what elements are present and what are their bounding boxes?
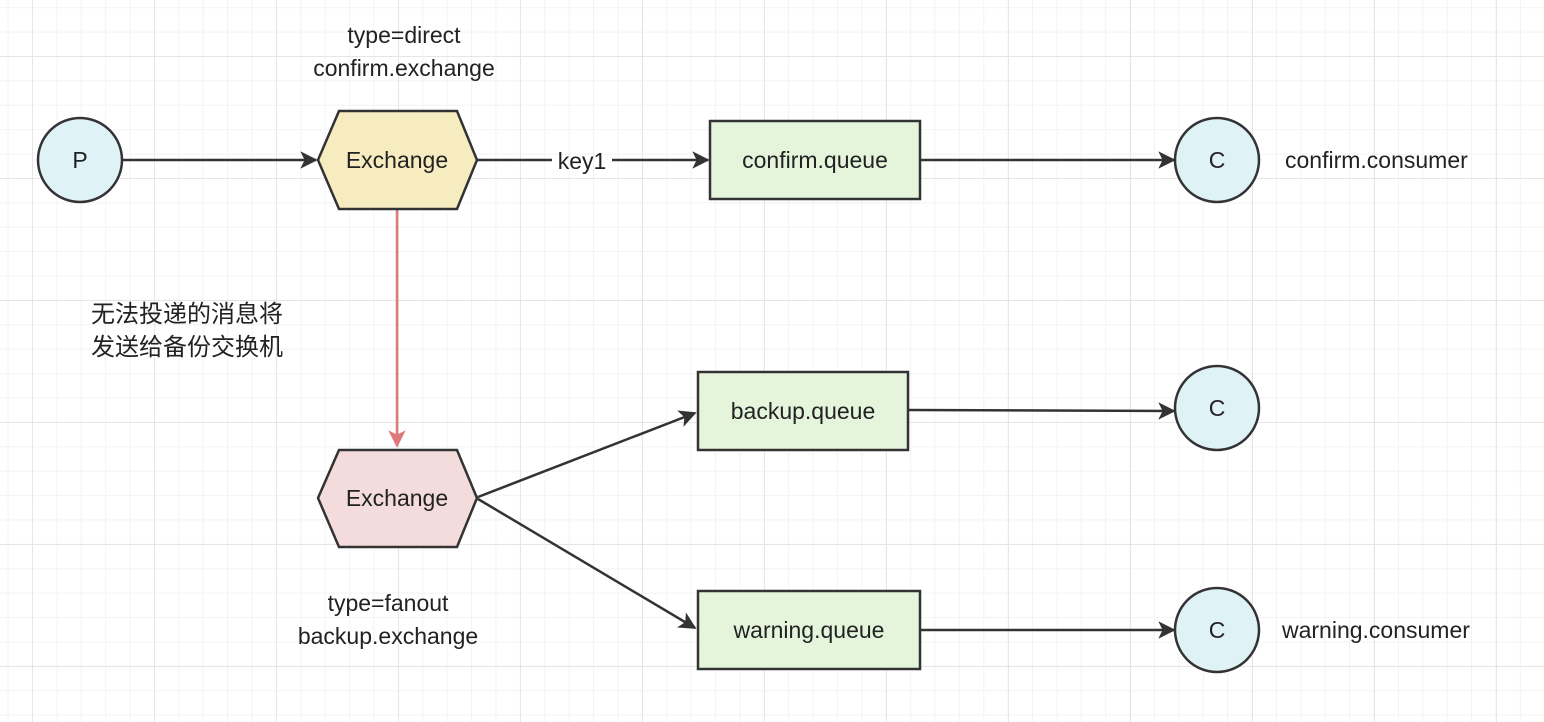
direct-exchange-node: Exchange xyxy=(316,109,479,211)
fanout-exchange-caption: type=fanout backup.exchange xyxy=(278,587,498,653)
edge-fanout-to-backup-queue xyxy=(477,410,697,499)
warning-consumer-name-text: warning.consumer xyxy=(1282,617,1470,643)
edge-backup-queue-to-consumer xyxy=(907,402,1176,420)
fanout-exchange-label: Exchange xyxy=(346,485,448,511)
backup-consumer-label: C xyxy=(1209,395,1226,421)
direct-exchange-type-text: type=direct xyxy=(347,22,461,48)
confirm-queue-label: confirm.queue xyxy=(742,147,888,173)
confirm-consumer-node: C xyxy=(1173,116,1261,204)
fanout-exchange-type-text: type=fanout xyxy=(327,590,449,616)
confirm-consumer-name-text: confirm.consumer xyxy=(1285,147,1468,173)
direct-exchange-name-text: confirm.exchange xyxy=(313,55,495,81)
producer-label: P xyxy=(72,147,87,173)
warning-queue-node: warning.queue xyxy=(696,589,922,671)
confirm-queue-node: confirm.queue xyxy=(708,119,922,201)
backup-consumer-node: C xyxy=(1173,364,1261,452)
backup-note-line-1: 无法投递的消息将 xyxy=(91,300,283,328)
fanout-exchange-node: Exchange xyxy=(316,448,479,549)
fanout-exchange-name-text: backup.exchange xyxy=(297,623,479,649)
producer-node: P xyxy=(36,116,124,204)
direct-exchange-caption: type=direct confirm.exchange xyxy=(294,19,514,85)
backup-note: 无法投递的消息将 发送给备份交换机 xyxy=(91,298,283,364)
backup-queue-node: backup.queue xyxy=(696,370,910,452)
warning-queue-label: warning.queue xyxy=(733,617,885,643)
routing-key-label: key1 xyxy=(558,148,607,174)
warning-consumer-node: C xyxy=(1173,586,1261,674)
warning-consumer-label: C xyxy=(1209,617,1226,643)
confirm-consumer-label: C xyxy=(1209,147,1226,173)
direct-exchange-label: Exchange xyxy=(346,147,448,173)
edge-fanout-to-warning-queue xyxy=(477,497,697,630)
backup-note-line-2: 发送给备份交换机 xyxy=(91,333,283,361)
backup-queue-label: backup.queue xyxy=(731,398,876,424)
